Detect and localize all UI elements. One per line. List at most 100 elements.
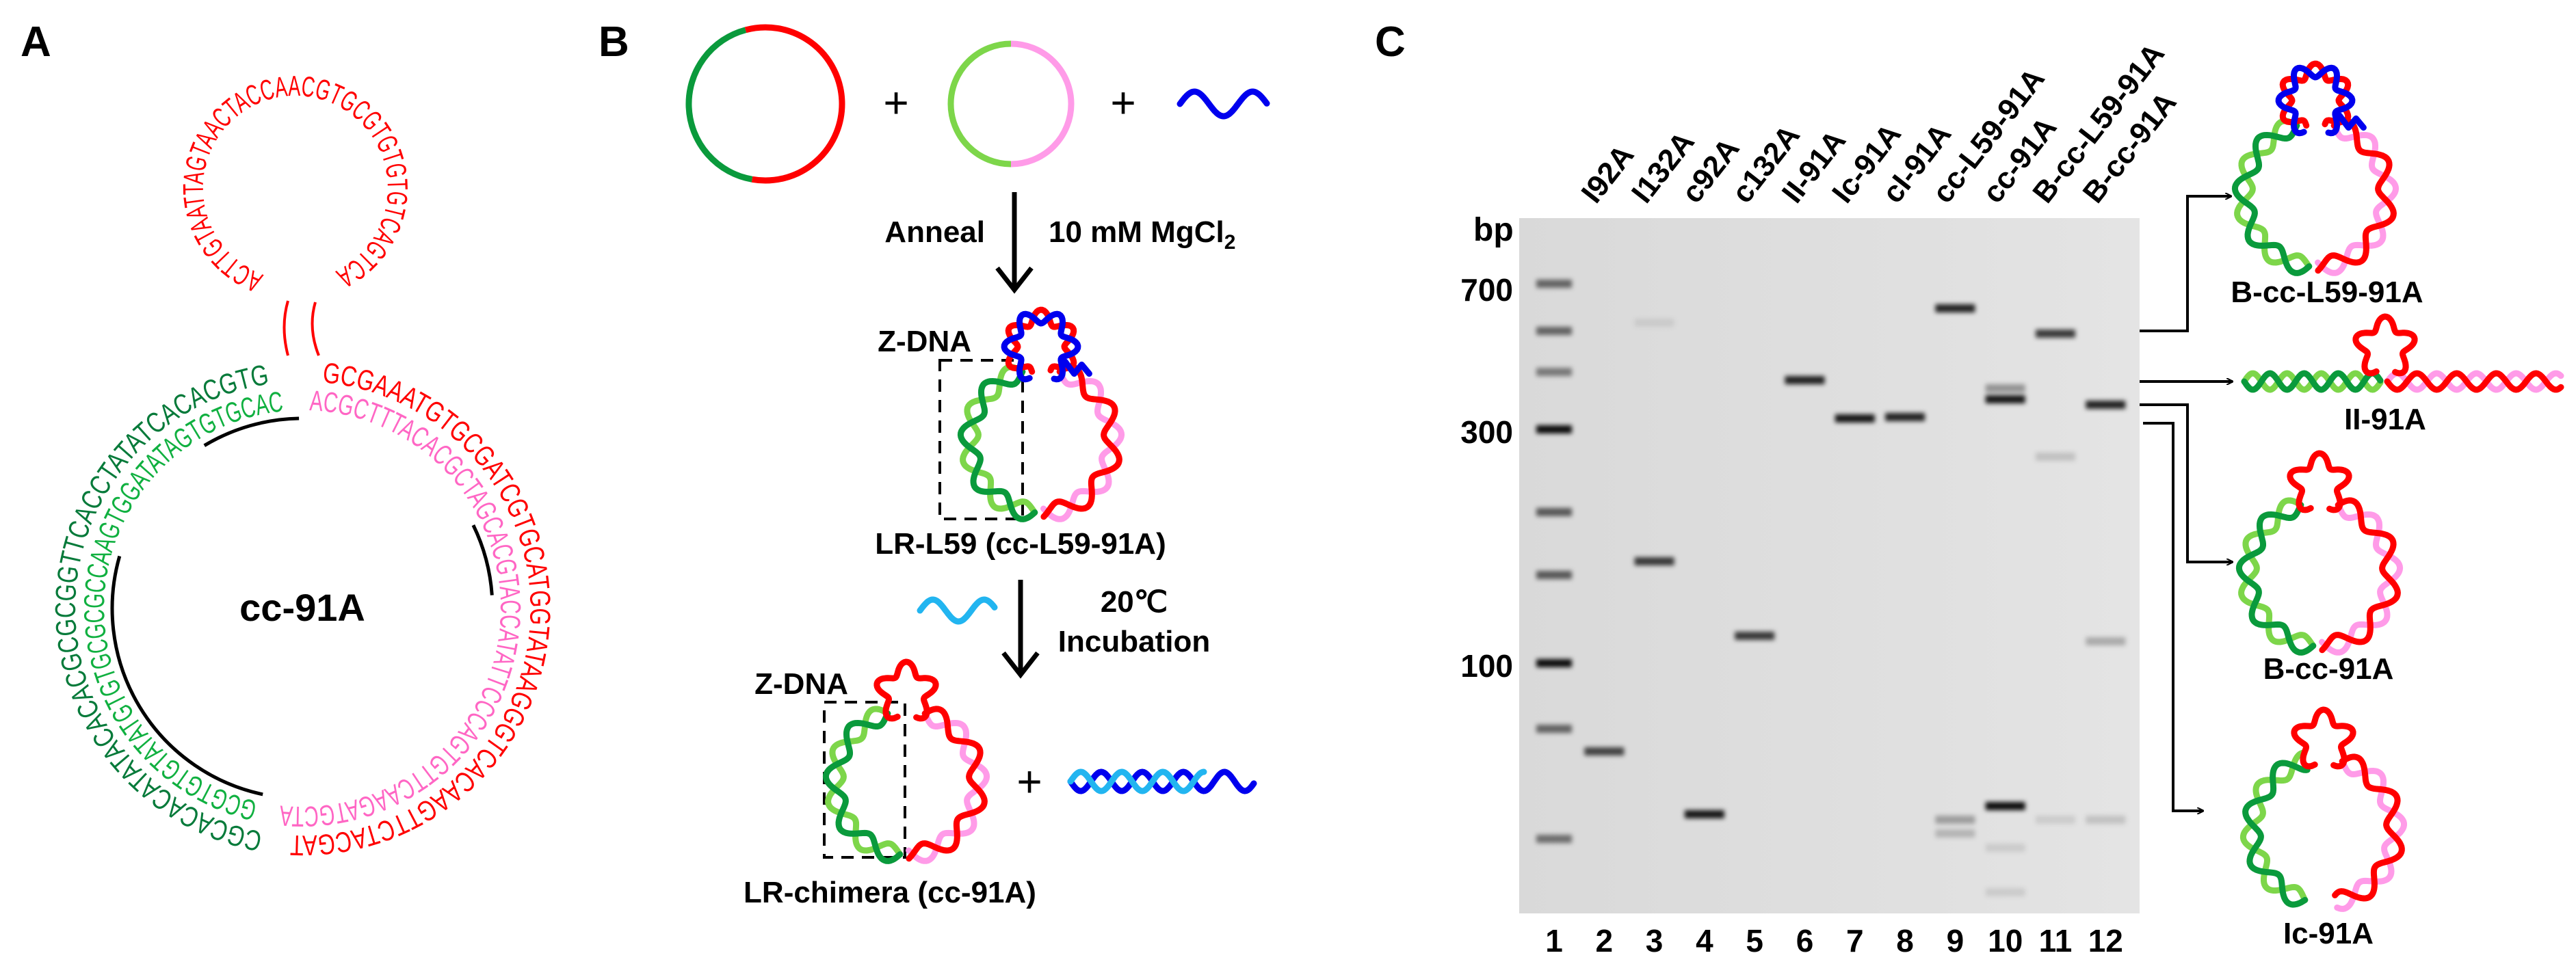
gel-band — [1735, 632, 1775, 640]
gel-band — [2036, 453, 2075, 461]
arrowhead-icon — [1001, 651, 1040, 679]
gel-band — [1885, 413, 1926, 421]
blue-strand-tail — [2336, 112, 2367, 131]
structure-label-b-cc-l59-91a: B-cc-L59-91A — [2231, 276, 2423, 309]
dna-strand-dark-green — [2235, 502, 2317, 656]
gel-band — [1985, 844, 2025, 852]
pairing-arc — [203, 416, 300, 447]
gel-band — [1985, 384, 2025, 392]
dna-strand-dark-green — [822, 710, 904, 864]
z-dna-loop — [2287, 450, 2352, 513]
arrowhead-icon — [995, 266, 1034, 294]
structure-label-b-cc-91a: B-cc-91A — [2263, 652, 2394, 686]
mgcl2-subscript: 2 — [1224, 231, 1236, 254]
z-dna-dashed-box — [938, 359, 1024, 520]
anneal-label: Anneal — [884, 215, 985, 249]
dna-strand-dark-green — [2241, 370, 2384, 393]
lane-label: I92A — [1575, 139, 1641, 209]
gel-band — [1536, 280, 1572, 288]
mgcl2-text: 10 mM MgCl — [1049, 215, 1224, 249]
connector-arrow-b-cc-91a — [2140, 403, 2233, 562]
lane-number: 1 — [1545, 923, 1563, 959]
ladder-label-700: 700 — [1460, 272, 1513, 308]
panel-label-c: C — [1375, 18, 1406, 66]
gel-band — [1536, 425, 1572, 433]
gel-band — [1536, 327, 1572, 335]
gel-band — [2086, 816, 2126, 824]
plus-sign: + — [1110, 78, 1135, 127]
dna-strand-pink — [2334, 758, 2407, 912]
dna-strand-pink — [2384, 370, 2564, 393]
structure-label-ic-91a: Ic-91A — [2283, 917, 2374, 950]
z-dna-loop — [2352, 313, 2418, 377]
stem-connector-left — [282, 300, 289, 356]
gel-band — [2086, 401, 2126, 409]
z-dna-loop — [2291, 706, 2356, 770]
gel-band — [1985, 802, 2025, 810]
gel-band — [1634, 319, 1674, 327]
pairing-arc — [471, 524, 494, 595]
lane-number: 10 — [1988, 923, 2023, 959]
gel-band — [1935, 304, 1975, 312]
gel-band — [2036, 330, 2075, 338]
b-cc-l59-91a-structure — [2231, 60, 2400, 276]
cyan-linear-strand — [917, 596, 998, 625]
z-dna-loop — [873, 658, 939, 722]
stem-connector-right — [311, 302, 320, 356]
panel-b-scheme: + + Anneal 10 mM MgCl2 Z-DNA LR-L59 (cc-… — [744, 78, 1235, 909]
lane-number: 6 — [1796, 923, 1814, 959]
blue-strand-tail — [1062, 358, 1092, 377]
bp-unit-label: bp — [1473, 212, 1514, 248]
z-dna-label: Z-DNA — [878, 325, 971, 358]
panel-a-sequence-diagram: ACTTGTAATTAGTAACTACCAACGTGCGTGTGTGTCAGTC… — [49, 70, 557, 861]
lr-chimera-label: LR-chimera (cc-91A) — [744, 876, 1036, 909]
gel-band — [1985, 395, 2025, 403]
dna-strand-red — [2332, 753, 2405, 902]
circular-strand-green — [685, 27, 753, 183]
dna-schematics — [685, 24, 2564, 912]
connector-arrow-b-cc-l59-91a — [2140, 196, 2231, 332]
gel-band — [1536, 508, 1572, 516]
dna-strand-dark-green — [957, 369, 1038, 522]
ladder-label-100: 100 — [1460, 648, 1513, 684]
gel-band — [1935, 829, 1975, 838]
dna-strand-red — [2384, 370, 2564, 393]
lr-l59-structure — [957, 306, 1125, 522]
ic-91a-structure — [2239, 706, 2407, 912]
gel-band — [1584, 747, 1625, 755]
z-dna-loop-blue — [1001, 310, 1081, 383]
gel-image — [1519, 218, 2140, 913]
ii-91a-structure — [2241, 313, 2564, 393]
lane-number: 11 — [2039, 923, 2073, 959]
dna-strand-red — [2319, 497, 2401, 654]
dna-strand-light-green — [2239, 749, 2309, 903]
gel-band — [1536, 725, 1572, 733]
lane-number: 7 — [1846, 923, 1864, 959]
gel-band — [1935, 816, 1975, 824]
circular-strand-light-green — [947, 40, 1012, 168]
gel-band — [1536, 368, 1572, 376]
b-cc-91a-structure — [2235, 450, 2404, 656]
circular-strand-red — [744, 24, 845, 184]
circular-strand-pink — [1010, 40, 1075, 168]
gel-band — [1785, 376, 1825, 384]
lane-number: 12 — [2088, 923, 2123, 959]
gel-band — [2036, 816, 2075, 824]
mgcl2-label: 10 mM MgCl2 — [1049, 215, 1235, 254]
pairing-arc — [110, 555, 263, 796]
duplex-strand-cyan — [1067, 768, 1207, 794]
duplex-strand-blue — [1067, 768, 1257, 794]
gel-band — [2086, 637, 2126, 645]
z-dna-loop-blue — [2275, 64, 2356, 137]
incubation-label: Incubation — [1058, 625, 1210, 658]
lane-number: 5 — [1746, 923, 1763, 959]
plus-sign: + — [883, 78, 908, 127]
panel-c-gel: bp 700 300 100 I92AI132Ac92Ac132AII-91AI… — [1460, 37, 2426, 959]
released-duplex — [1067, 768, 1257, 794]
plus-sign: + — [1016, 757, 1042, 806]
cc-91a-label: cc-91A — [239, 586, 365, 629]
panel-label-b: B — [599, 18, 629, 66]
z-dna-label: Z-DNA — [754, 667, 848, 701]
dna-strand-dark-green — [2242, 760, 2311, 908]
